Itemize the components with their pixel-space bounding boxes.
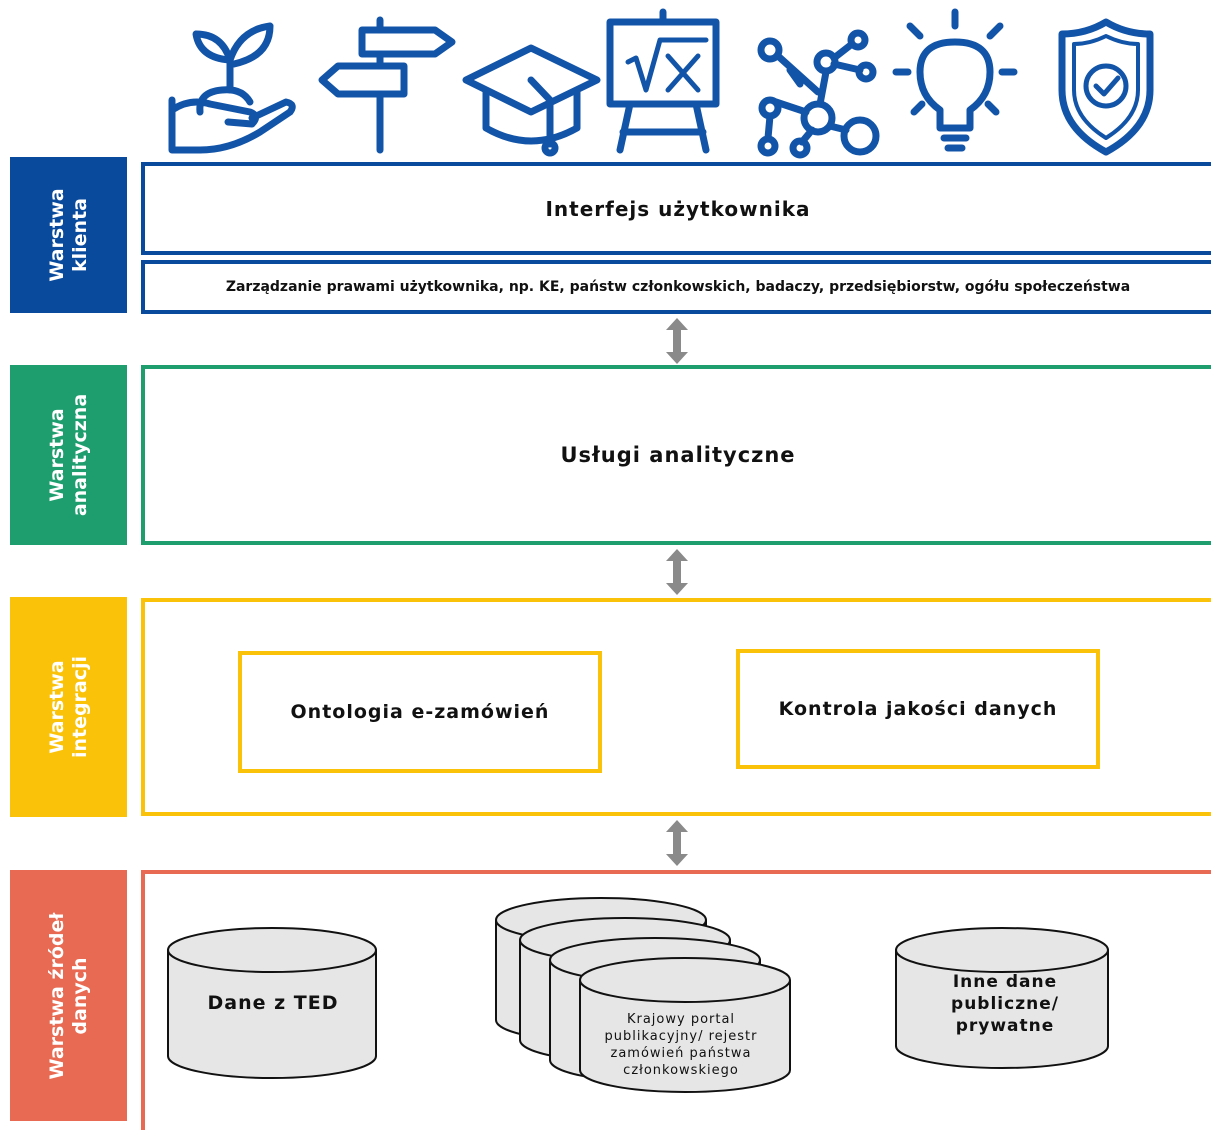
network-icon — [757, 29, 880, 159]
national-portal-label: Krajowy portal publikacyjny/ rejestr zam… — [604, 1012, 758, 1078]
shield-check-icon — [1058, 18, 1154, 156]
data-quality-label: Kontrola jakości danych — [778, 698, 1058, 720]
user-rights-box: Zarządzanie prawami użytkownika, np. KE,… — [141, 260, 1211, 314]
ontology-box: Ontologia e-zamówień — [238, 651, 602, 773]
analytic-services-label: Usługi analityczne — [560, 443, 796, 467]
client-layer-tab-label: Warstwa klienta — [45, 188, 91, 282]
connector-arrow — [666, 820, 688, 866]
analytic-services-box: Usługi analityczne — [141, 365, 1211, 545]
client-layer-tab: Warstwa klienta — [10, 157, 127, 313]
lightbulb-icon — [892, 8, 1018, 152]
other-data-label: Inne dane publiczne/ prywatne — [951, 972, 1059, 1036]
formula-board-icon — [606, 8, 720, 154]
plant-hand-icon — [168, 22, 296, 154]
analytic-layer-tab-label: Warstwa analityczna — [45, 393, 91, 517]
sources-layer-tab-label: Warstwa źródeł danych — [45, 912, 91, 1079]
ted-data-label: Dane z TED — [207, 992, 339, 1014]
graduation-cap-icon — [462, 44, 601, 157]
user-interface-label: Interfejs użytkownika — [545, 196, 811, 221]
user-rights-label: Zarządzanie prawami użytkownika, np. KE,… — [225, 278, 1131, 295]
sources-layer-tab: Warstwa źródeł danych — [10, 870, 127, 1121]
analytic-layer-tab: Warstwa analityczna — [10, 365, 127, 545]
ontology-label: Ontologia e-zamówień — [290, 701, 550, 723]
integration-layer-tab-label: Warstwa integracji — [45, 655, 91, 759]
data-quality-box: Kontrola jakości danych — [736, 649, 1100, 769]
national-portal-database-icon — [495, 897, 791, 1093]
other-data-database-icon — [895, 927, 1109, 1069]
icon-row — [168, 8, 1154, 159]
signpost-icon — [318, 16, 456, 154]
ted-database-icon — [167, 927, 377, 1079]
connector-arrow — [666, 549, 688, 595]
integration-layer-tab: Warstwa integracji — [10, 597, 127, 817]
connector-arrow — [666, 318, 688, 364]
data-source-cylinders — [167, 897, 1109, 1093]
user-interface-box: Interfejs użytkownika — [141, 162, 1211, 255]
